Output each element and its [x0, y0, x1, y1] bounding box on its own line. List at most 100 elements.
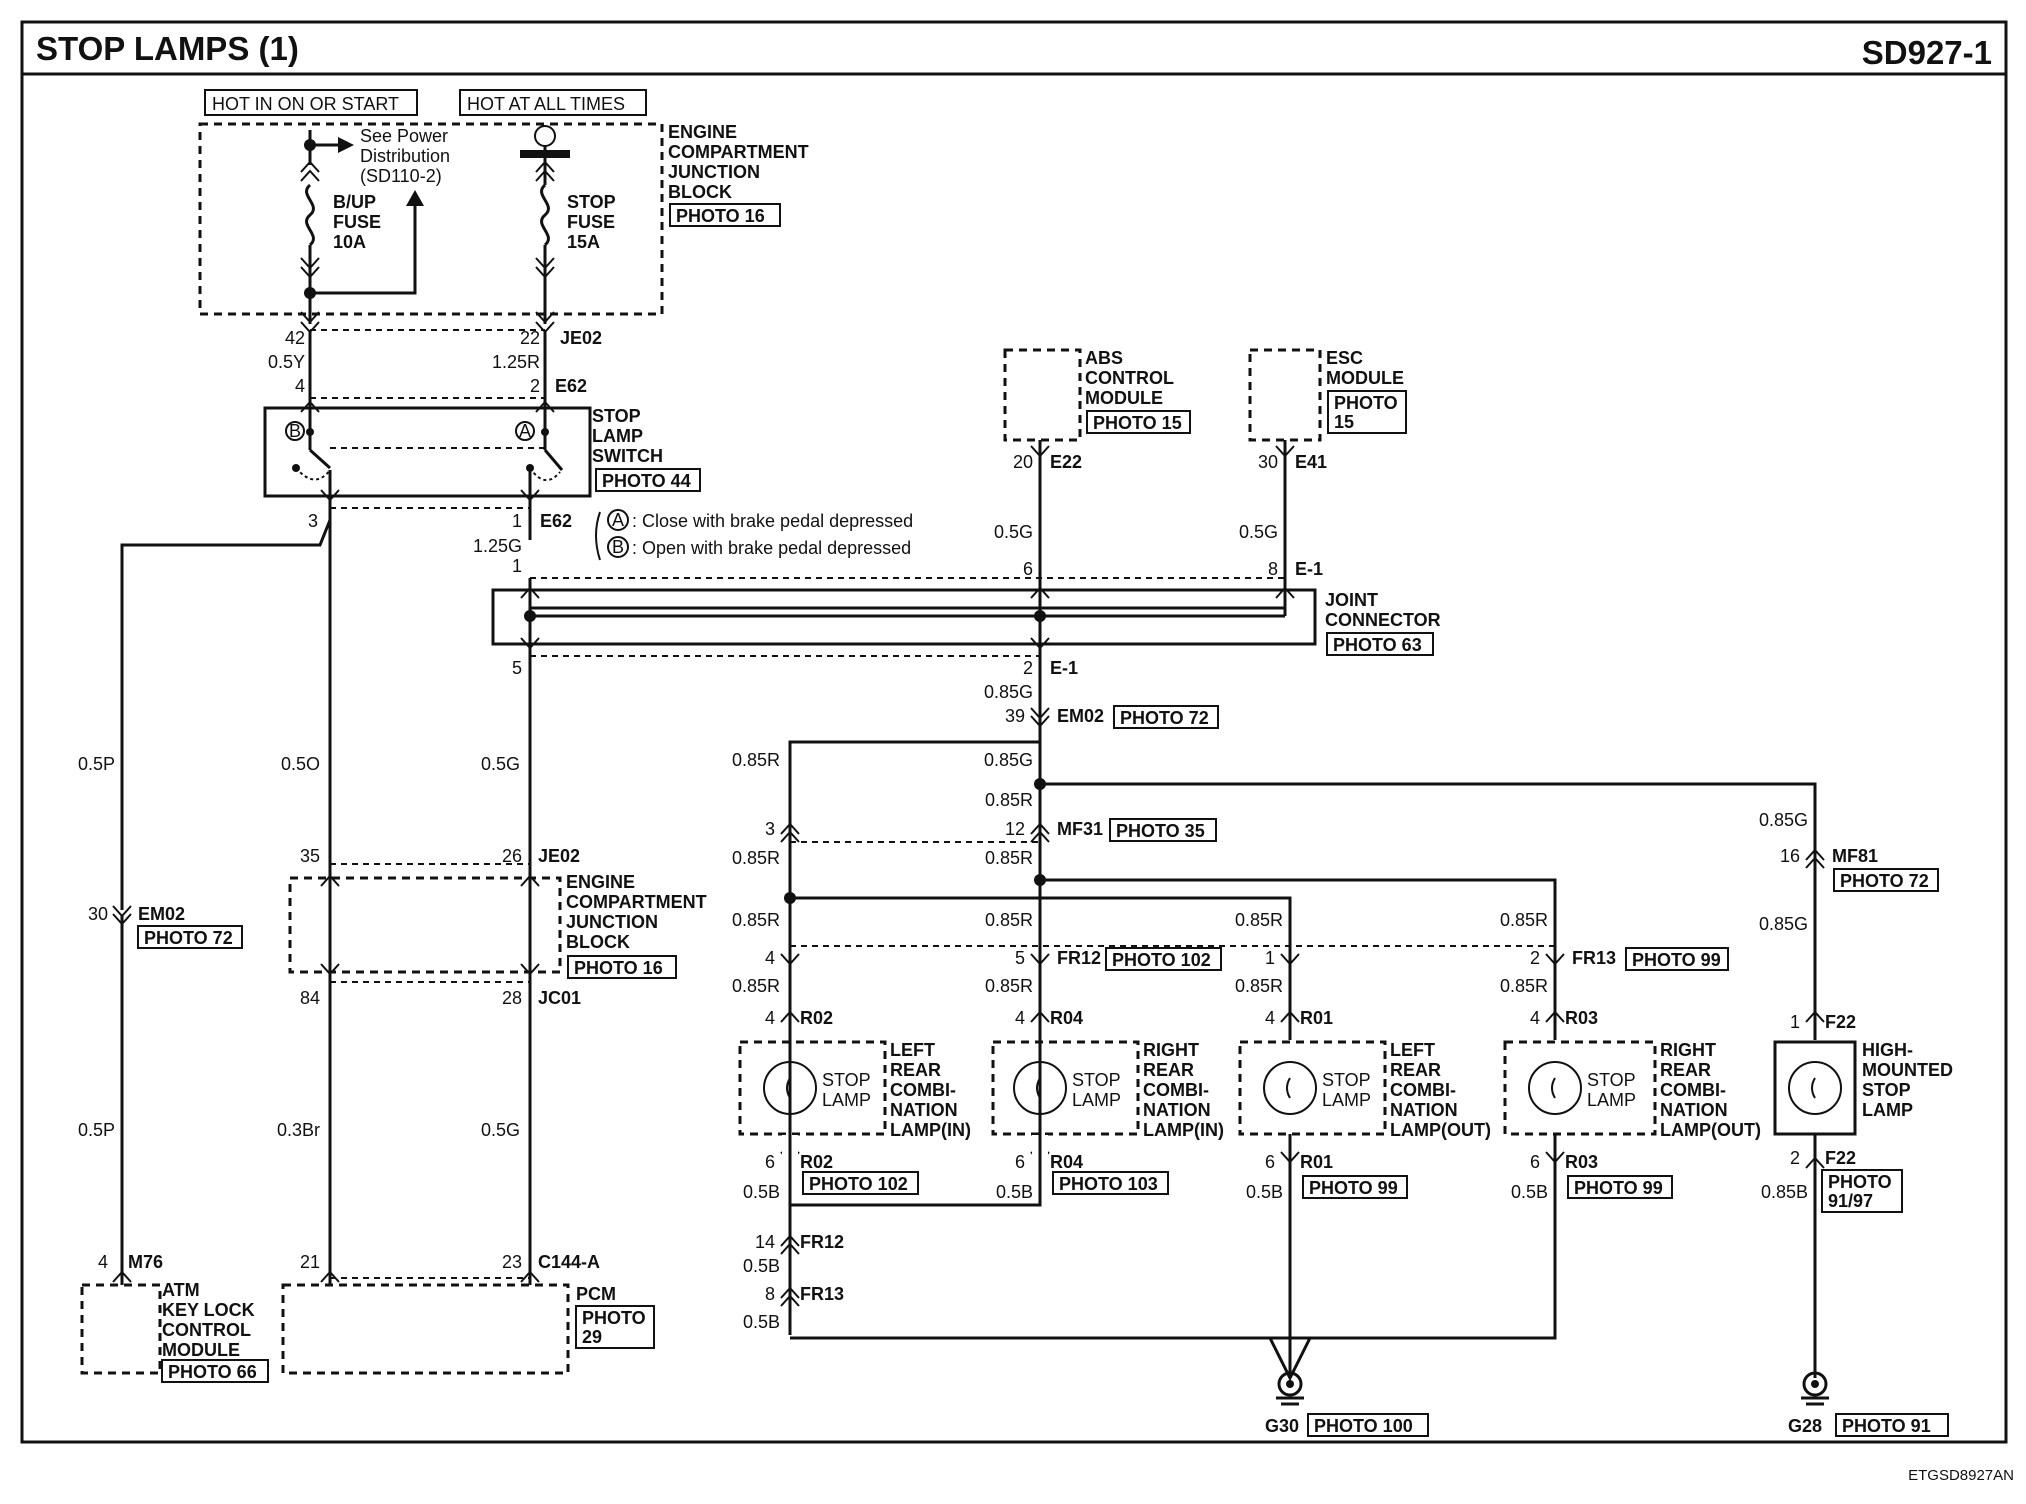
g30-photo: PHOTO 100: [1314, 1416, 1413, 1436]
wire-0-85r-e: 0.85R: [732, 910, 780, 930]
r03-photo: PHOTO 99: [1574, 1178, 1663, 1198]
footer-code: ETGSD8927AN: [1908, 1467, 2014, 1484]
wire-0-85r-j: 0.85R: [985, 976, 1033, 996]
mf31-connector: [780, 822, 1050, 843]
switch-a-contact: [541, 428, 549, 436]
atm-name-1: ATM: [162, 1280, 200, 1300]
ecjb-mid-name-1: ENGINE: [566, 872, 635, 892]
pin-2: 2: [530, 376, 540, 396]
lamp-left-out-box: [1238, 1040, 1387, 1136]
g30-merge: [1268, 1337, 1312, 1382]
wire-0-5b-c: 0.5B: [1246, 1182, 1283, 1202]
pin-12-mf31: 12: [1005, 819, 1025, 839]
lamp-stop-4b: LAMP: [1587, 1090, 1636, 1110]
pin-14: 14: [755, 1232, 775, 1252]
wire-0-85b: 0.85B: [1761, 1182, 1808, 1202]
wire-0-85r-c: 0.85R: [732, 848, 780, 868]
right-out-5: LAMP(OUT): [1660, 1120, 1761, 1140]
hot-all-times-box: [459, 89, 647, 116]
je02b-label: JE02: [538, 846, 580, 866]
pin-2-f22: 2: [1790, 1148, 1800, 1168]
wire-0-85r-b: 0.85R: [985, 790, 1033, 810]
wire-0-85g-d: 0.85G: [1759, 914, 1808, 934]
r03-ground-wire: [1290, 1134, 1557, 1340]
r04-photo: PHOTO 103: [1059, 1174, 1158, 1194]
hot-on-start-label: HOT IN ON OR START: [212, 94, 399, 114]
g28-photo-box: [1835, 1413, 1949, 1437]
g30-label: G30: [1265, 1416, 1299, 1436]
high-mount-lamp-box: [1773, 1040, 1857, 1136]
esc-name-1: ESC: [1326, 348, 1363, 368]
right-in-4: NATION: [1143, 1100, 1211, 1120]
switch-connector-bottom: [320, 489, 540, 502]
esc-photo-2: 15: [1334, 412, 1354, 432]
wire-0-85g-b: 0.85G: [984, 750, 1033, 770]
pin-5-fr12: 5: [1015, 948, 1025, 968]
pin-21: 21: [300, 1252, 320, 1272]
joint-name-1: JOINT: [1325, 590, 1378, 610]
abs-photo: PHOTO 15: [1093, 413, 1182, 433]
abs-name-1: ABS: [1085, 348, 1123, 368]
ecjb-top-photo-box: [669, 203, 781, 227]
pin-1-joint: 1: [512, 556, 522, 576]
wire-0-85r-i: 0.85R: [732, 976, 780, 996]
f22b-label: F22: [1825, 1148, 1856, 1168]
switch-b-letter: B: [289, 421, 301, 441]
wire-0-5p-a: 0.5P: [78, 754, 115, 774]
em02-left-photo: PHOTO 72: [144, 928, 233, 948]
fr13b-label: FR13: [800, 1284, 844, 1304]
ecjb-top-name-3: JUNCTION: [668, 162, 760, 182]
pin-8-joint: 8: [1268, 559, 1278, 579]
wire-0-85g-a: 0.85G: [984, 682, 1033, 702]
pcm-photo-box: [575, 1305, 655, 1349]
pin-6-joint: 6: [1023, 559, 1033, 579]
ecjb-mid-name-2: COMPARTMENT: [566, 892, 707, 912]
ecjb-mid-name-4: BLOCK: [566, 932, 630, 952]
switch-a-blade: [543, 449, 564, 471]
switch-a-link: [529, 467, 561, 481]
bulb-icon: [1788, 1061, 1842, 1115]
note-a-marker: [607, 509, 629, 531]
joint-name-2: CONNECTOR: [1325, 610, 1441, 630]
atm-name-2: KEY LOCK: [162, 1300, 255, 1320]
m76-label: M76: [128, 1252, 163, 1272]
switch-photo: PHOTO 44: [602, 471, 691, 491]
pin-30-esc: 30: [1258, 452, 1278, 472]
r02-label: R02: [800, 1008, 833, 1028]
mf81-photo-box: [1833, 868, 1939, 892]
left-in-3: COMBI-: [890, 1080, 956, 1100]
ecjb-mid-connector-bottom: [320, 963, 540, 976]
fr13b-connector: [780, 1286, 800, 1307]
wire-0-5b-a: 0.5B: [743, 1182, 780, 1202]
esc-module-box: [1248, 348, 1322, 442]
see-power-2: Distribution: [360, 146, 450, 166]
switch-photo-box: [595, 468, 701, 492]
mf81-label: MF81: [1832, 846, 1878, 866]
stop-lamp-switch-box: [263, 406, 592, 498]
fr12b-connector: [780, 1234, 800, 1255]
bulb-filament: [1811, 1077, 1816, 1099]
right-out-wire: [1040, 878, 1557, 1040]
right-out-4: NATION: [1660, 1100, 1728, 1120]
abs-module-box: [1003, 348, 1082, 442]
bulb-filament: [1036, 1077, 1041, 1099]
fr13-photo-box: [1625, 947, 1729, 971]
ground-icon: [1802, 1371, 1828, 1397]
ecjb-top-name-2: COMPARTMENT: [668, 142, 809, 162]
pin-30-em02: 30: [88, 904, 108, 924]
ecjb-top-photo: PHOTO 16: [676, 206, 765, 226]
e62b-label: E62: [540, 511, 572, 531]
mf31-photo-box: [1109, 818, 1217, 842]
stop-fuse-3: 15A: [567, 232, 600, 252]
ground-icon: [1277, 1371, 1303, 1397]
pin-26: 26: [502, 846, 522, 866]
battery-terminal-icon: [534, 125, 556, 147]
f22-label: F22: [1825, 1012, 1856, 1032]
pin-2-joint: 2: [1023, 658, 1033, 678]
stop-fuse-1: STOP: [567, 192, 616, 212]
bup-fuse-symbol: [305, 183, 315, 247]
left-out-2: REAR: [1390, 1060, 1441, 1080]
pin-4-r02: 4: [765, 1008, 775, 1028]
pin-4-r03: 4: [1530, 1008, 1540, 1028]
m76-connector: [112, 1270, 132, 1283]
